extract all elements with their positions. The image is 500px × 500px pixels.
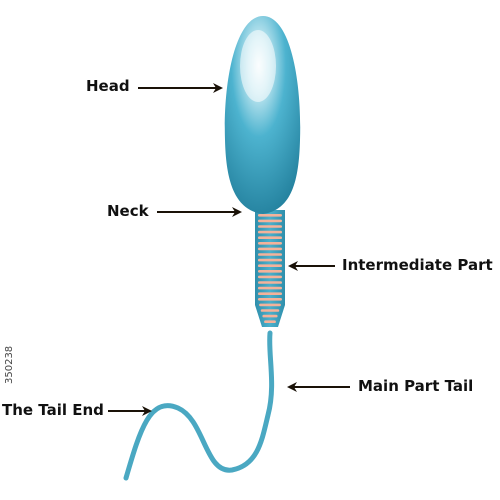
- midpiece-band: [258, 298, 282, 301]
- midpiece: [255, 210, 285, 327]
- midpiece-band: [264, 320, 276, 323]
- midpiece-band: [258, 292, 282, 295]
- midpiece-band: [258, 270, 282, 273]
- midpiece-band: [262, 314, 278, 318]
- label-neck: Neck: [107, 202, 149, 220]
- head-highlight: [240, 30, 276, 102]
- midpiece-band: [258, 281, 282, 284]
- label-head: Head: [86, 77, 130, 95]
- midpiece-band: [258, 253, 282, 256]
- midpiece-band: [258, 219, 282, 223]
- side-id-text: 350238: [4, 345, 15, 384]
- midpiece-bands: [258, 214, 282, 323]
- midpiece-band: [258, 286, 282, 290]
- label-tail-end: The Tail End: [2, 401, 104, 419]
- tail: [123, 330, 275, 481]
- midpiece-band: [259, 303, 281, 307]
- midpiece-band: [260, 309, 280, 312]
- midpiece-band: [258, 275, 282, 279]
- midpiece-band: [258, 247, 282, 251]
- midpiece-band: [258, 242, 282, 245]
- midpiece-band: [258, 236, 282, 239]
- midpiece-band: [258, 258, 282, 262]
- midpiece-band: [258, 264, 282, 267]
- label-main-part-tail: Main Part Tail: [358, 377, 474, 395]
- midpiece-band: [258, 214, 282, 217]
- label-intermediate-part: Intermediate Part: [342, 256, 493, 274]
- midpiece-band: [258, 225, 282, 228]
- midpiece-band: [258, 230, 282, 234]
